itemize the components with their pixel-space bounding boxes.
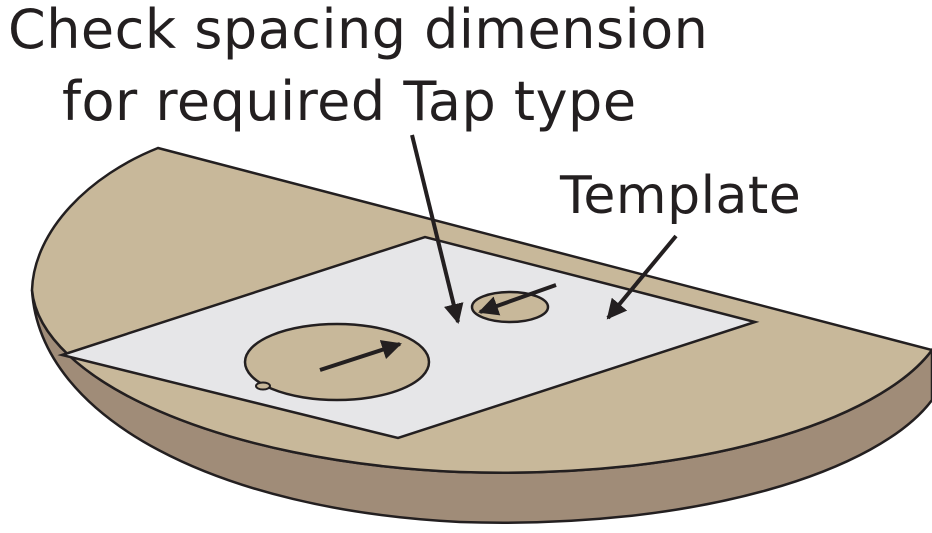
small-hole-arrow: [478, 283, 557, 316]
large-hole-arrow: [319, 340, 402, 372]
locating-hole: [255, 381, 271, 391]
large-tap-hole: [243, 322, 431, 402]
template-pointer-arrow: [606, 234, 678, 320]
callout-text-line-1: Check spacing dimension: [8, 0, 709, 61]
callout-pointer-arrow: [410, 134, 464, 324]
small-tap-hole: [470, 290, 550, 324]
callout-text-line-2: for required Tap type: [62, 70, 637, 133]
template-label: Template: [560, 166, 802, 226]
